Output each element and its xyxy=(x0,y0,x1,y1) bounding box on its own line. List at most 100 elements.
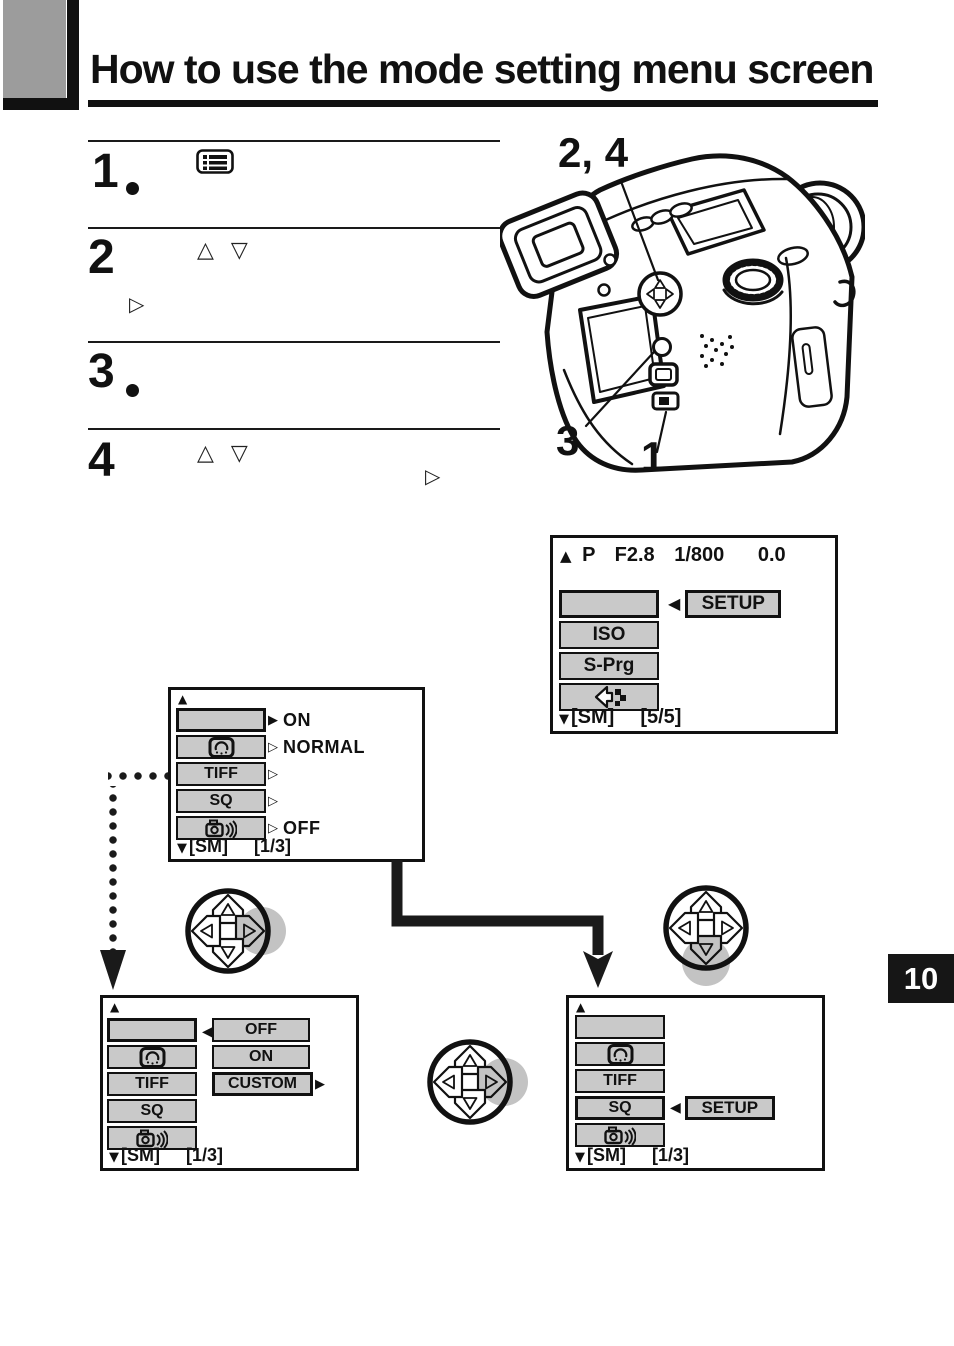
sq-menu-button[interactable]: SQ xyxy=(176,789,266,813)
shutter-sound-icon xyxy=(604,1126,636,1145)
page-indicator: [1/3] xyxy=(254,836,292,856)
dpad-key-up-triangle-icon xyxy=(462,1054,478,1067)
setup-popup-button[interactable]: SETUP xyxy=(684,1096,775,1120)
drive-mode-menu-button[interactable] xyxy=(575,1042,665,1066)
dpad-key-left-triangle-icon xyxy=(200,923,213,939)
dpad-key-left[interactable] xyxy=(190,914,222,948)
menu-row: ISO xyxy=(559,621,781,649)
card-type-indicator: [SM] xyxy=(571,706,615,728)
tiff-menu-button[interactable]: TIFF xyxy=(107,1072,197,1096)
bullet-dot xyxy=(126,182,139,195)
dpad-key-right-triangle-icon xyxy=(485,1074,498,1090)
corner-gray-block xyxy=(3,0,66,98)
step-1-number: 1 xyxy=(92,145,119,198)
menu-row: SQ ▷ xyxy=(176,789,365,813)
value-arrow-outline-icon: ▷ xyxy=(268,766,278,782)
value-arrow-outline-icon: ▷ xyxy=(268,739,278,755)
exposure-value: 0.0 xyxy=(757,544,786,566)
dotted-flow-line-horizontal xyxy=(108,770,168,782)
step-separator xyxy=(88,227,500,229)
speaker-holes xyxy=(700,334,734,368)
corner-black-bar-vertical xyxy=(67,0,79,110)
shutter-value: 1/800 xyxy=(674,544,725,566)
screen-footer: ▼[SM][1/3] xyxy=(109,1145,223,1166)
lcd-screen-record-menu-setup: ▲ TIFF SQ ◀ SETUP xyxy=(566,995,825,1171)
mode-indicator: P xyxy=(582,544,596,566)
lcd-screen-setup-page: ▲ P F2.8 1/800 0.0 ◀ SETUP ISO S-Prg xyxy=(550,535,838,734)
sprg-menu-button[interactable]: S-Prg xyxy=(559,652,659,680)
page-indicator: [1/3] xyxy=(186,1145,224,1165)
value-arrow-filled-icon: ▶ xyxy=(268,712,278,728)
corner-black-bar-horizontal xyxy=(3,98,79,110)
dpad-key-left[interactable] xyxy=(668,911,700,945)
menu-value: NORMAL xyxy=(283,736,365,757)
drive-mode-icon xyxy=(607,1043,633,1065)
shutter-sound-icon xyxy=(205,819,237,838)
page-number-badge: 10 xyxy=(888,954,954,1003)
menu-item-blank[interactable] xyxy=(176,708,266,732)
value-arrow-outline-icon: ▷ xyxy=(268,820,278,836)
select-left-arrow-icon: ◀ xyxy=(202,1024,213,1040)
option-custom-button[interactable]: CUSTOM xyxy=(212,1072,313,1096)
menu-value: OFF xyxy=(283,817,321,838)
drive-mode-menu-button[interactable] xyxy=(107,1045,197,1069)
step-separator xyxy=(88,140,500,142)
card-menu-button[interactable] xyxy=(559,683,659,711)
arrow-pad-right-pressed[interactable] xyxy=(168,871,288,991)
option-off-button[interactable]: OFF xyxy=(212,1018,310,1042)
dpad-key-left-triangle-icon xyxy=(442,1074,455,1090)
lcd-screen-record-menu-options: ▲ TIFF SQ ◀ OFF xyxy=(100,995,359,1171)
camera-arrow-pad xyxy=(637,271,683,317)
shutter-sound-menu-button[interactable] xyxy=(575,1123,665,1147)
step-2-number: 2 xyxy=(88,231,115,284)
right-key-icon: ▷ xyxy=(129,292,145,316)
iso-menu-button[interactable]: ISO xyxy=(559,621,659,649)
flow-arrowhead-down xyxy=(100,950,126,990)
menu-item-blank[interactable] xyxy=(575,1015,665,1039)
flow-connector-arrow xyxy=(391,860,613,988)
menu-row: S-Prg xyxy=(559,652,781,680)
setup-popup-button[interactable]: SETUP xyxy=(685,590,782,618)
dpad-key-right-triangle-icon xyxy=(243,923,256,939)
drive-mode-icon xyxy=(139,1046,165,1068)
screen-footer: ▼[SM][1/3] xyxy=(177,836,291,857)
dotted-flow-line-vertical xyxy=(107,786,119,950)
arrow-pad-down-pressed[interactable] xyxy=(646,868,766,988)
callout-label-menu: 1 xyxy=(641,433,665,480)
dpad-key-left-triangle-icon xyxy=(678,920,691,936)
card-type-indicator: [SM] xyxy=(587,1145,626,1165)
aperture-value: F2.8 xyxy=(614,544,655,566)
up-scroll-icon: ▲ xyxy=(576,1000,586,1014)
menu-button-icon xyxy=(196,149,234,174)
down-scroll-icon: ▼ xyxy=(559,712,569,727)
menu-row: ▷ NORMAL xyxy=(176,735,365,759)
arrow-pad-right-pressed[interactable] xyxy=(410,1022,530,1142)
menu-row xyxy=(559,683,781,711)
select-left-arrow-icon: ◀ xyxy=(670,1100,681,1116)
dpad-key-down-triangle-icon xyxy=(220,946,236,959)
option-on-button[interactable]: ON xyxy=(212,1045,310,1069)
right-key-icon: ▷ xyxy=(425,464,441,488)
card-type-indicator: [SM] xyxy=(121,1145,160,1165)
bullet-dot xyxy=(126,384,139,397)
display-button xyxy=(648,362,679,387)
shutter-sound-icon xyxy=(136,1129,168,1148)
sq-menu-button[interactable]: SQ xyxy=(107,1099,197,1123)
shutter-sound-menu-button[interactable] xyxy=(176,816,266,840)
drive-mode-menu-button[interactable] xyxy=(176,735,266,759)
tiff-menu-button[interactable]: TIFF xyxy=(575,1069,665,1093)
menu-row: TIFF ▷ xyxy=(176,762,365,786)
dpad-key-left[interactable] xyxy=(432,1065,464,1099)
menu-item-blank[interactable] xyxy=(559,590,659,618)
shutter-sound-menu-button[interactable] xyxy=(107,1126,197,1150)
up-scroll-icon: ▲ xyxy=(110,1000,120,1014)
tiff-menu-button[interactable]: TIFF xyxy=(176,762,266,786)
card-type-indicator: [SM] xyxy=(189,836,228,856)
menu-item-blank[interactable] xyxy=(107,1018,197,1042)
menu-row: ▷ OFF xyxy=(176,816,365,840)
viewfinder-eyepiece xyxy=(500,190,620,299)
sq-menu-button[interactable]: SQ xyxy=(575,1096,665,1120)
up-scroll-icon: ▲ xyxy=(178,692,188,706)
page-indicator: [5/5] xyxy=(640,706,682,728)
